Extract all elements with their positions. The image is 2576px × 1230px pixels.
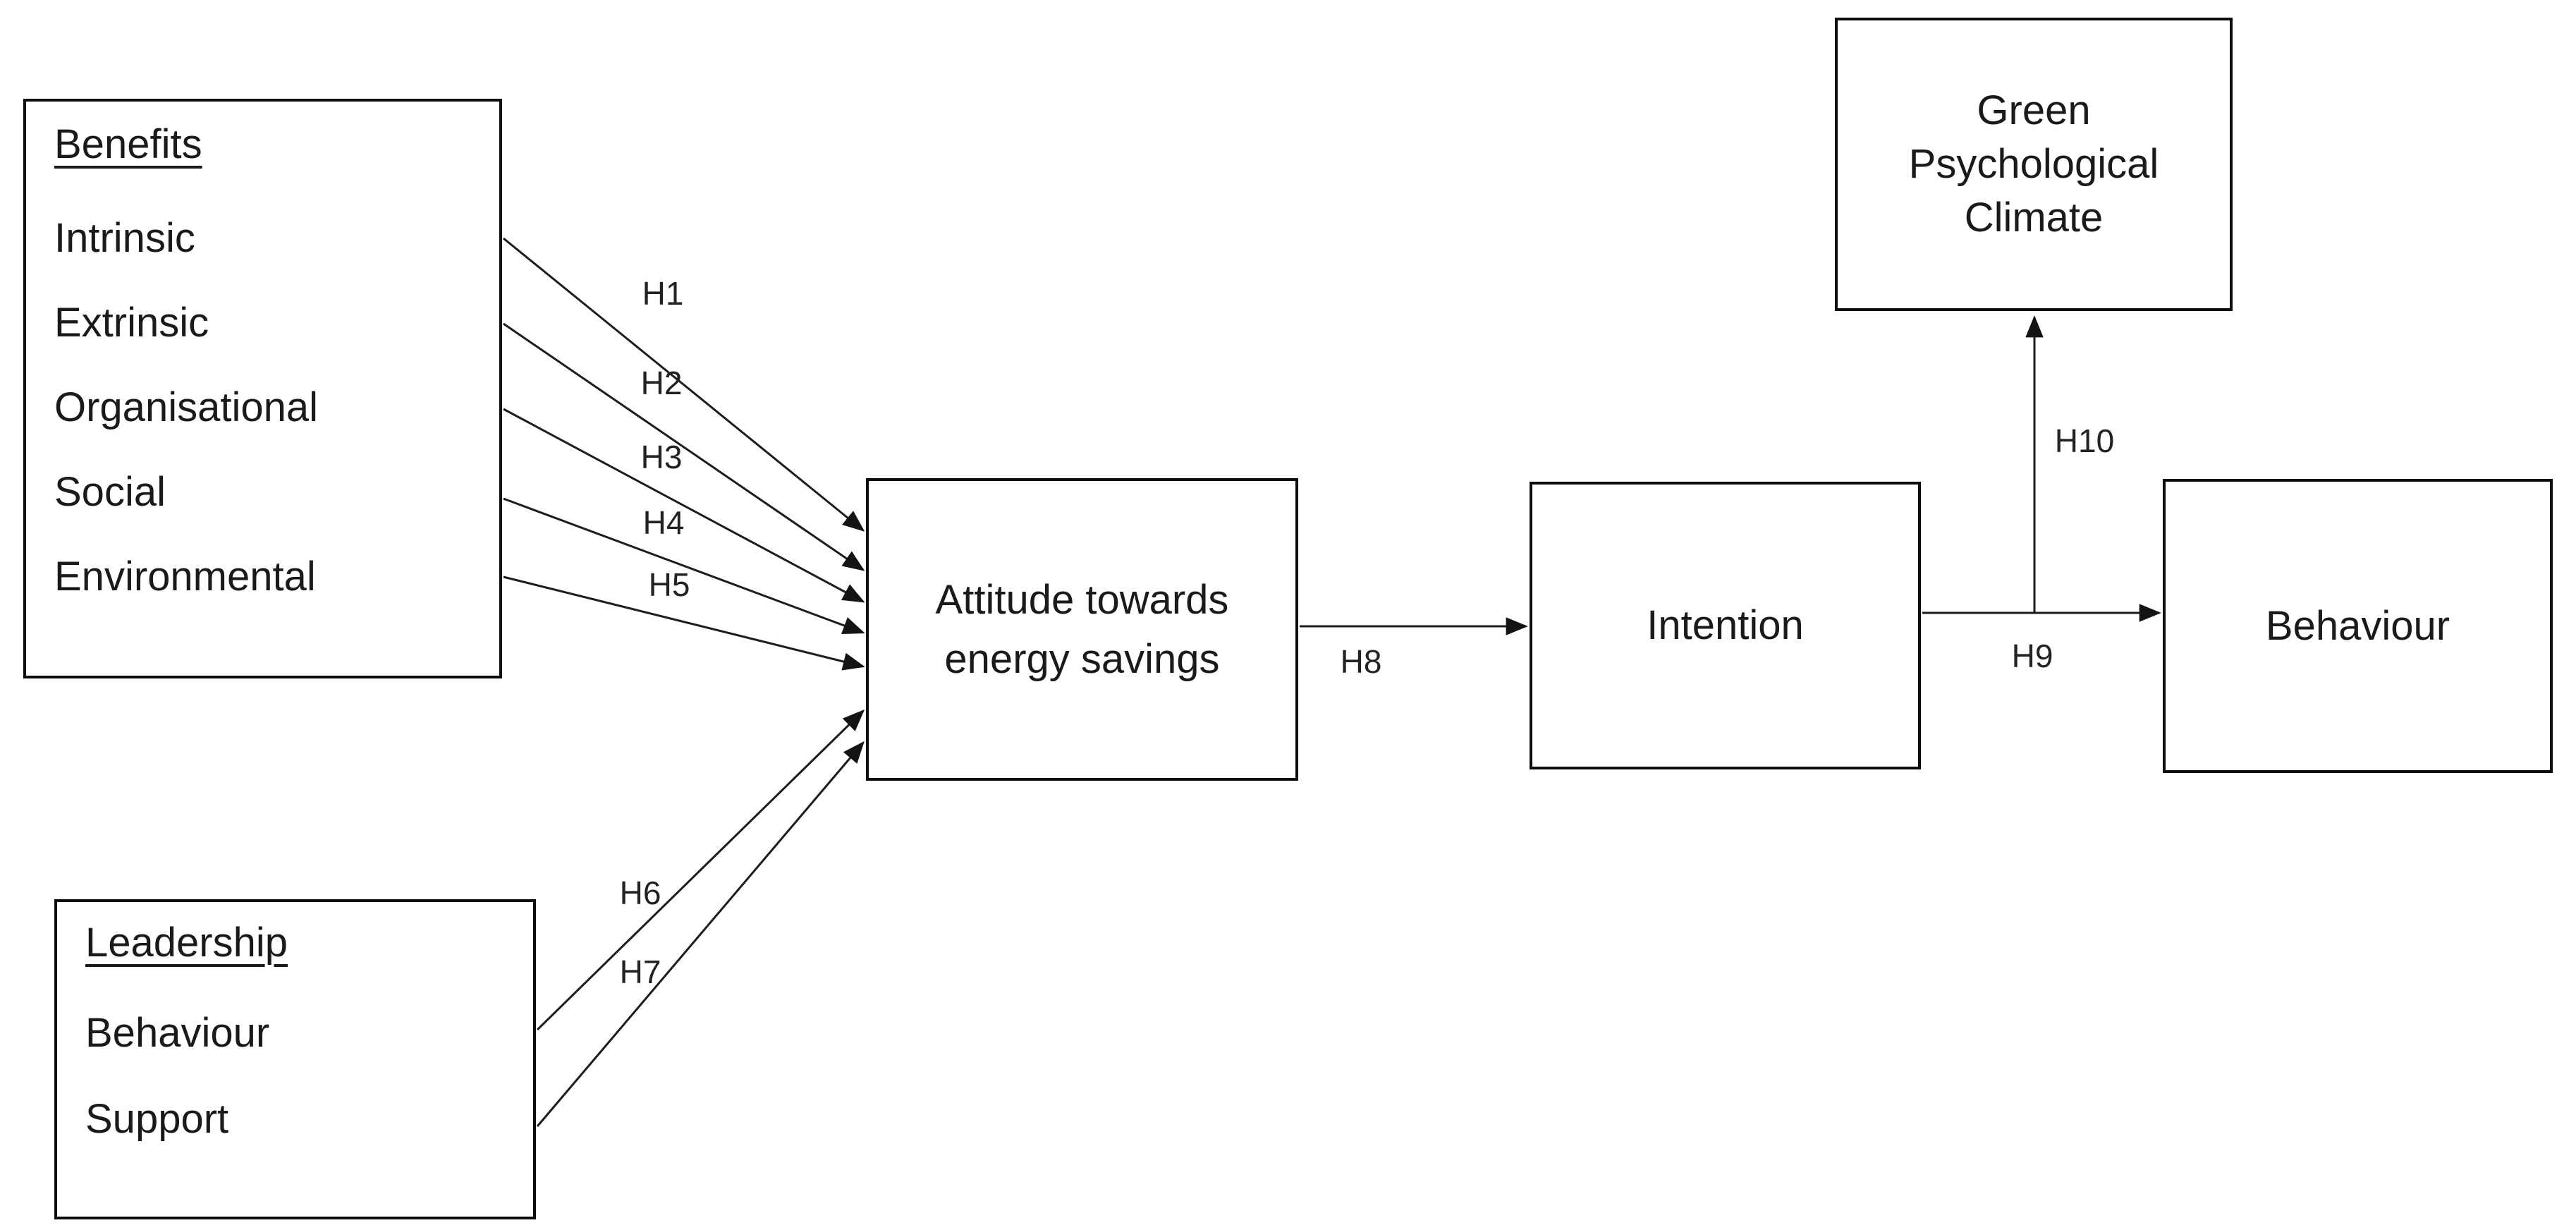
attitude-label: Attitude towards energy savings [935,576,1229,682]
green-psychological-climate-label: Green Psychological Climate [1908,87,2159,240]
edge-label-h1: H1 [642,275,684,312]
arrow-h1 [503,237,865,532]
intention-box: Intention [1530,482,1921,769]
arrow-h6 [536,710,865,1031]
behaviour-label: Behaviour [2265,602,2450,649]
edge-label-h3: H3 [640,439,683,475]
benefits-item-extrinsic: Extrinsic [54,300,209,346]
edge-label-h4: H4 [642,504,685,541]
intention-label: Intention [1647,602,1804,648]
benefits-item-organisational: Organisational [54,384,318,430]
leadership-item-support: Support [85,1096,229,1142]
arrow-h2 [503,322,865,571]
leadership-item-behaviour: Behaviour [85,1010,270,1056]
edge-label-h2: H2 [640,365,683,401]
benefits-box: Benefits Intrinsic Extrinsic Organisatio… [23,99,502,678]
leadership-title: Leadership [85,920,288,966]
benefits-item-social: Social [54,469,166,515]
arrow-h7 [536,741,865,1127]
behaviour-box: Behaviour [2163,479,2553,773]
edge-label-h7: H7 [619,954,661,990]
arrow-h5 [503,576,865,671]
edge-label-h5: H5 [648,566,690,603]
green-psychological-climate-box: Green Psychological Climate [1835,18,2233,311]
attitude-box: Attitude towards energy savings [866,478,1298,781]
edge-label-h10: H10 [2054,422,2115,459]
arrow-h4 [503,497,865,635]
benefits-title: Benefits [54,121,202,167]
leadership-box: Leadership Behaviour Support [54,899,536,1219]
benefits-item-environmental: Environmental [54,554,316,599]
edge-label-h9: H9 [2011,638,2053,674]
arrow-h3 [503,408,865,603]
edge-label-h6: H6 [619,875,661,911]
benefits-item-intrinsic: Intrinsic [54,215,195,261]
edge-label-h8: H8 [1340,643,1382,680]
